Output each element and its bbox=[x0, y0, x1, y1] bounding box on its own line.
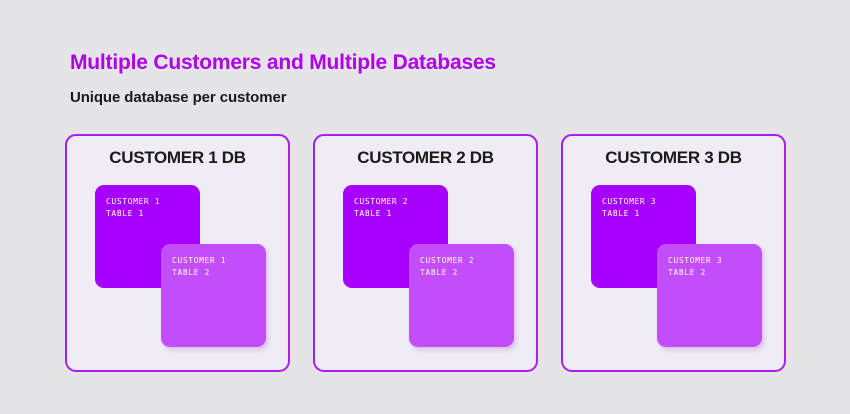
database-card-customer-2: CUSTOMER 2 DB CUSTOMER 2 TABLE 1 CUSTOME… bbox=[313, 134, 538, 372]
diagram-header: Multiple Customers and Multiple Database… bbox=[70, 50, 496, 108]
table-box-label-line2: TABLE 2 bbox=[420, 268, 458, 277]
table-box-label-line2: TABLE 2 bbox=[172, 268, 210, 277]
database-card-title: CUSTOMER 2 DB bbox=[357, 148, 494, 167]
table-box-label-line2: TABLE 1 bbox=[354, 209, 392, 218]
table-box-customer-2-table-2: CUSTOMER 2 TABLE 2 bbox=[409, 244, 514, 347]
page-subtitle: Unique database per customer bbox=[70, 89, 287, 106]
table-box-label-line1: CUSTOMER 2 bbox=[420, 256, 475, 265]
database-card-title: CUSTOMER 1 DB bbox=[109, 148, 246, 167]
table-box-label-line1: CUSTOMER 1 bbox=[172, 256, 227, 265]
table-box-label-line1: CUSTOMER 1 bbox=[106, 197, 161, 206]
database-card-customer-1: CUSTOMER 1 DB CUSTOMER 1 TABLE 1 CUSTOME… bbox=[65, 134, 290, 372]
table-box-customer-1-table-1: CUSTOMER 1 TABLE 1 bbox=[95, 185, 200, 288]
database-card-row: CUSTOMER 1 DB CUSTOMER 1 TABLE 1 CUSTOME… bbox=[65, 134, 786, 372]
table-box-label-line1: CUSTOMER 3 bbox=[668, 256, 723, 265]
table-box-customer-1-table-2: CUSTOMER 1 TABLE 2 bbox=[161, 244, 266, 347]
table-box-label-line1: CUSTOMER 3 bbox=[602, 197, 657, 206]
table-box-label-line2: TABLE 2 bbox=[668, 268, 706, 277]
database-card-customer-3: CUSTOMER 3 DB CUSTOMER 3 TABLE 1 CUSTOME… bbox=[561, 134, 786, 372]
table-box-label-line1: CUSTOMER 2 bbox=[354, 197, 409, 206]
page-title: Multiple Customers and Multiple Database… bbox=[70, 51, 496, 74]
table-box-customer-3-table-2: CUSTOMER 3 TABLE 2 bbox=[657, 244, 762, 347]
database-card-title: CUSTOMER 3 DB bbox=[605, 148, 742, 167]
table-box-label-line2: TABLE 1 bbox=[106, 209, 144, 218]
table-box-label-line2: TABLE 1 bbox=[602, 209, 640, 218]
